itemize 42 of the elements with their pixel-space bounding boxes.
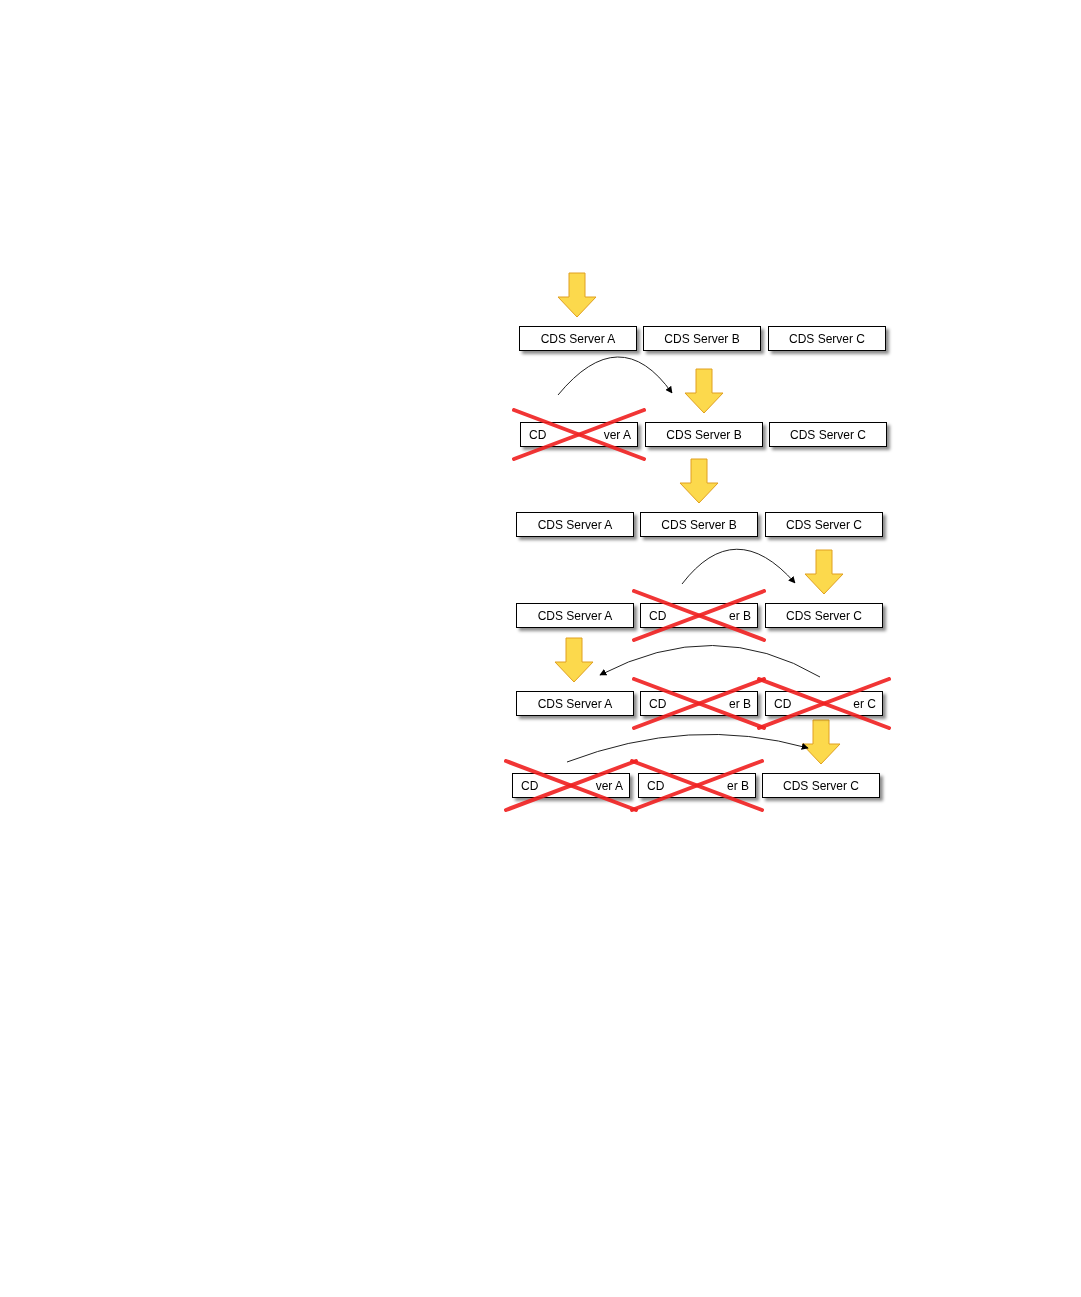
block-arrow (679, 458, 719, 504)
server-box (645, 422, 763, 447)
server-label: CD (529, 428, 547, 441)
server-label: CD (774, 697, 792, 710)
server-label: CD (649, 697, 667, 710)
server-label: er B (727, 779, 749, 792)
server-label: er C (853, 697, 876, 710)
server-label: CD (521, 779, 539, 792)
server-box (516, 691, 634, 716)
block-arrow (801, 719, 841, 765)
server-label: CDS Server C (789, 332, 865, 345)
server-box (762, 773, 880, 798)
server-label: CDS Server A (537, 518, 613, 531)
server-box (769, 422, 887, 447)
server-label: CDS Server C (783, 779, 859, 792)
server-box (643, 326, 761, 351)
server-label: CD (649, 609, 667, 622)
server-label: er B (729, 609, 751, 622)
server-label: CDS Server B (664, 332, 740, 345)
server-label: CDS Server C (786, 518, 862, 531)
block-arrow (557, 272, 597, 318)
block-arrow (804, 549, 844, 595)
server-box (516, 603, 634, 628)
server-box (765, 512, 883, 537)
server-label: CDS Server C (790, 428, 866, 441)
block-arrow (554, 637, 594, 683)
server-label: CDS Server B (666, 428, 742, 441)
server-label: CDS Server A (537, 697, 613, 710)
server-box (516, 512, 634, 537)
server-box (519, 326, 637, 351)
server-label: CDS Server C (786, 609, 862, 622)
server-box (765, 603, 883, 628)
server-label: CDS Server A (537, 609, 613, 622)
server-box (768, 326, 886, 351)
block-arrow (684, 368, 724, 414)
server-box (640, 512, 758, 537)
server-label: ver A (603, 428, 631, 441)
server-label: CDS Server B (661, 518, 737, 531)
server-label: CD (647, 779, 665, 792)
server-label: CDS Server A (540, 332, 616, 345)
server-label: ver A (595, 779, 623, 792)
server-label: er B (729, 697, 751, 710)
